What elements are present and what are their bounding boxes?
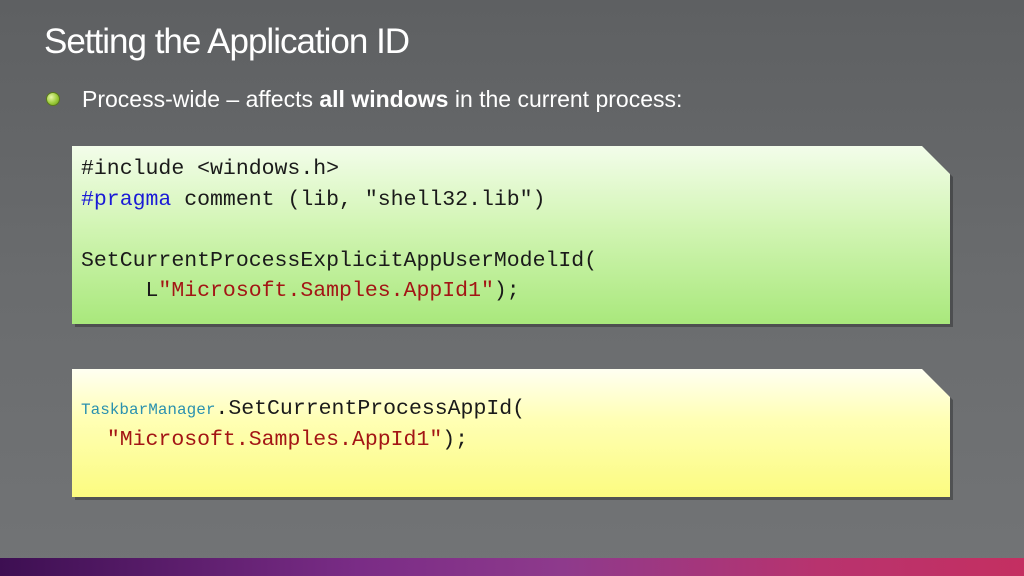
code-line-managed-argument: "Microsoft.Samples.AppId1");	[81, 425, 950, 456]
code-line-blank	[81, 215, 950, 246]
code-managed-string-literal: "Microsoft.Samples.AppId1"	[106, 427, 443, 452]
bullet-text-prefix: Process-wide – affects	[82, 85, 320, 112]
code-arg-prefix: L	[81, 279, 159, 303]
code-string-literal: "Microsoft.Samples.AppId1"	[158, 279, 494, 303]
code-arg-suffix: );	[493, 279, 520, 303]
managed-code-block: TaskbarManager.SetCurrentProcessAppId( "…	[72, 369, 950, 497]
code-managed-indent	[81, 428, 107, 452]
code-managed-suffix: );	[442, 427, 469, 452]
native-code-block: #include <windows.h> #pragma comment (lib…	[72, 146, 950, 324]
code-pragma-rest: comment (lib, "shell32.lib")	[171, 187, 546, 212]
slide-title: Setting the Application ID	[44, 22, 410, 61]
bullet-dot-icon	[46, 92, 60, 106]
bullet-item: Process-wide – affects all windows in th…	[44, 84, 682, 114]
code-keyword-pragma: #pragma	[81, 187, 172, 212]
code-line-pragma: #pragma comment (lib, "shell32.lib")	[81, 185, 950, 216]
bullet-text: Process-wide – affects all windows in th…	[82, 86, 682, 113]
code-line-argument: L"Microsoft.Samples.AppId1");	[81, 276, 950, 307]
code-type-name: TaskbarManager	[81, 401, 216, 419]
code-method-call: .SetCurrentProcessAppId(	[215, 397, 526, 421]
bottom-accent-band	[0, 558, 1024, 576]
code-line-include: #include <windows.h>	[81, 157, 340, 181]
bullet-text-suffix: in the current process:	[448, 85, 683, 112]
code-line-managed-call: TaskbarManager.SetCurrentProcessAppId(	[81, 394, 950, 425]
code-line-function-call: SetCurrentProcessExplicitAppUserModelId(	[81, 248, 598, 273]
bullet-text-bold: all windows	[319, 85, 449, 112]
